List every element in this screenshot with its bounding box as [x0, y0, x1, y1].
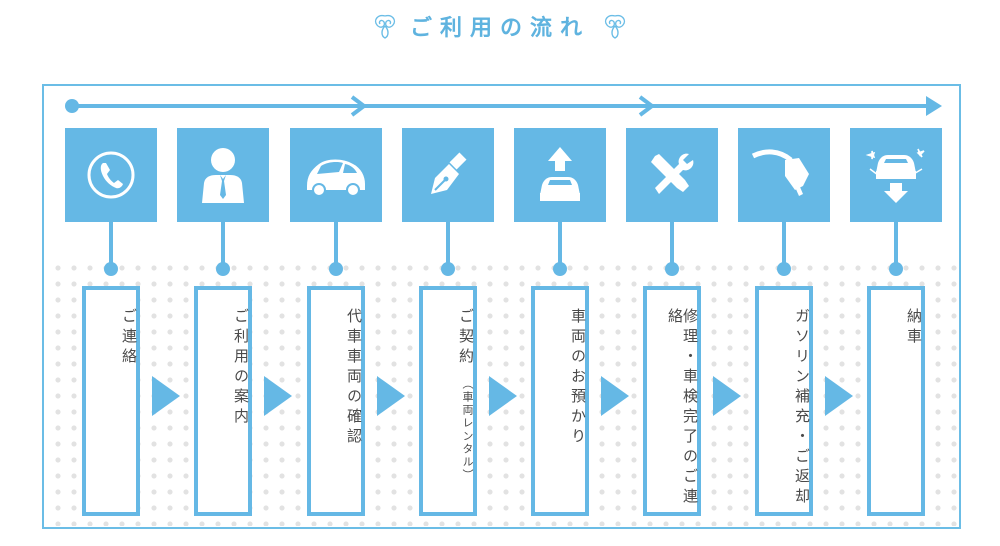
- flow-chevron-icon: [489, 376, 517, 416]
- page-title: ご利用の流れ: [409, 15, 590, 41]
- step-3-icon-box: [290, 128, 382, 222]
- pen-icon: [431, 152, 467, 194]
- step-2-icon-box: [177, 128, 269, 222]
- step-7-icon-box: [738, 128, 830, 222]
- step-6-icon-box: [626, 128, 718, 222]
- fuel-nozzle-icon: [751, 149, 809, 196]
- step-3-box: 代車車両の確認: [307, 286, 365, 516]
- step-2-dot: [216, 262, 230, 276]
- step-5-box: 車両のお預かり: [531, 286, 589, 516]
- car-icon: [307, 159, 365, 197]
- timeline-arrow: [65, 95, 942, 117]
- step-1-box: ご連絡: [82, 286, 140, 516]
- step-3-dot: [329, 262, 343, 276]
- step-4-label: ご契約: [457, 308, 475, 368]
- timeline-chevron-1: [350, 95, 368, 117]
- flow-chevron-icon: [264, 376, 292, 416]
- step-8-label: 納車: [905, 308, 923, 348]
- tools-icon: [651, 153, 694, 194]
- step-7-box: ガソリン補充・ご返却: [755, 286, 813, 516]
- person-icon: [202, 148, 244, 203]
- step-3-label: 代車車両の確認: [345, 308, 363, 448]
- flow-chevron-icon: [377, 376, 405, 416]
- step-1-dot: [104, 262, 118, 276]
- step-6-label: 修理・車検完了のご連絡: [666, 308, 699, 508]
- step-4-dot: [441, 262, 455, 276]
- flow-chevron-icon: [601, 376, 629, 416]
- flow-frame: [42, 84, 961, 529]
- step-7-label: ガソリン補充・ご返却: [793, 308, 811, 508]
- step-6-dot: [665, 262, 679, 276]
- flourish-left-icon: [374, 14, 396, 39]
- flow-chevron-icon: [152, 376, 180, 416]
- page-title-group: ご利用の流れ: [0, 8, 1000, 44]
- step-2-box: ご利用の案内: [194, 286, 252, 516]
- timeline-arrowhead: [926, 96, 942, 116]
- step-2-label: ご利用の案内: [232, 308, 250, 428]
- step-8-dot: [889, 262, 903, 276]
- step-4-icon-box: [402, 128, 494, 222]
- car-upload-icon: [540, 147, 580, 201]
- step-6-box: 修理・車検完了のご連絡: [643, 286, 701, 516]
- step-5-dot: [553, 262, 567, 276]
- step-5-icon-box: [514, 128, 606, 222]
- flow-chevron-icon: [825, 376, 853, 416]
- step-1-icon-box: [65, 128, 157, 222]
- step-4-box: ご契約 （車両レンタル）: [419, 286, 477, 516]
- step-7-dot: [777, 262, 791, 276]
- step-1-label: ご連絡: [120, 308, 138, 368]
- step-8-icon-box: [850, 128, 942, 222]
- car-delivery-icon: [865, 148, 925, 203]
- flow-chevron-icon: [713, 376, 741, 416]
- step-5-label: 車両のお預かり: [569, 308, 587, 448]
- timeline-chevron-2: [638, 95, 656, 117]
- step-8-box: 納車: [867, 286, 925, 516]
- phone-icon: [87, 151, 135, 199]
- flourish-right-icon: [604, 14, 626, 39]
- step-4-sublabel: （車両レンタル）: [461, 378, 474, 482]
